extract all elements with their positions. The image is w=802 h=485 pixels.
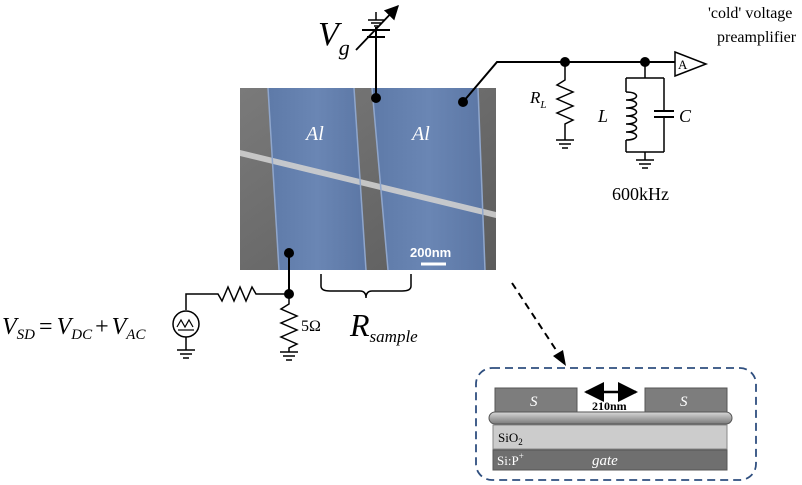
- source-contact-left: [494, 387, 578, 413]
- contact-label-left: S: [530, 394, 538, 410]
- variable-arrow-icon: [355, 4, 399, 51]
- electrode-edge: [267, 87, 280, 271]
- readout-circuit: RL L C 600kHz A 'cold' voltage preamplif…: [458, 5, 797, 204]
- zoom-arrow-head-icon: [553, 350, 566, 366]
- gate-voltage-label: Vg: [318, 16, 350, 60]
- series-resistor: [185, 285, 289, 310]
- oxide-label: SiO2: [498, 430, 523, 447]
- oxide-layer: [492, 424, 728, 450]
- al-electrode-right: [372, 88, 485, 270]
- substrate-label: Si:P+: [497, 451, 524, 468]
- gate-label: gate: [592, 453, 618, 469]
- source-contact-right: [644, 387, 728, 413]
- scale-bar-label: 200nm: [410, 245, 451, 260]
- ac-wave-icon: [176, 318, 194, 329]
- capacitor-label: C: [679, 106, 692, 126]
- inductor-label: L: [597, 106, 608, 126]
- load-resistor: [555, 62, 575, 140]
- sample-resistance: Rsample: [320, 274, 418, 346]
- nanowire: [240, 150, 496, 218]
- rl-label: RL: [529, 88, 547, 111]
- ac-source-icon: [172, 310, 200, 338]
- preamplifier-symbol: A: [678, 57, 688, 72]
- electrode-edge: [477, 87, 486, 271]
- shunt-resistor-label: 5Ω: [301, 318, 321, 335]
- sample-brace: [320, 274, 412, 299]
- electrode-edge: [353, 87, 367, 271]
- gate-circuit: Vg: [318, 4, 399, 103]
- frequency-label: 600kHz: [612, 184, 669, 204]
- al-electrode-left: [268, 88, 366, 270]
- inductor-coil: [625, 91, 638, 141]
- source-voltage-equation: VSD=VDC+VAC: [2, 314, 146, 343]
- zoom-arrow: [511, 282, 561, 357]
- contact-label-right: S: [680, 394, 688, 410]
- nanowire-cross-section: [488, 411, 733, 425]
- preamp-label-line1: 'cold' voltage: [708, 5, 792, 22]
- source-circuit: 5Ω VSD=VDC+VAC: [2, 248, 321, 361]
- drain-wire: [462, 61, 680, 103]
- al-label-right: Al: [410, 123, 430, 145]
- preamplifier-icon: [674, 50, 709, 78]
- cross-section-inset: S S 210nm SiO2 Si:P+ gate: [475, 367, 757, 481]
- sem-micrograph: Al Al 200nm: [240, 87, 496, 271]
- gap-label: 210nm: [592, 399, 627, 413]
- substrate-layer: [492, 449, 728, 471]
- gate-contact-node: [371, 93, 381, 103]
- electrode-edge: [371, 87, 389, 271]
- shunt-resistor: [279, 294, 299, 352]
- sample-resistance-label: Rsample: [349, 307, 418, 346]
- al-label-left: Al: [304, 123, 324, 145]
- preamp-label-line2: preamplifier: [717, 29, 797, 46]
